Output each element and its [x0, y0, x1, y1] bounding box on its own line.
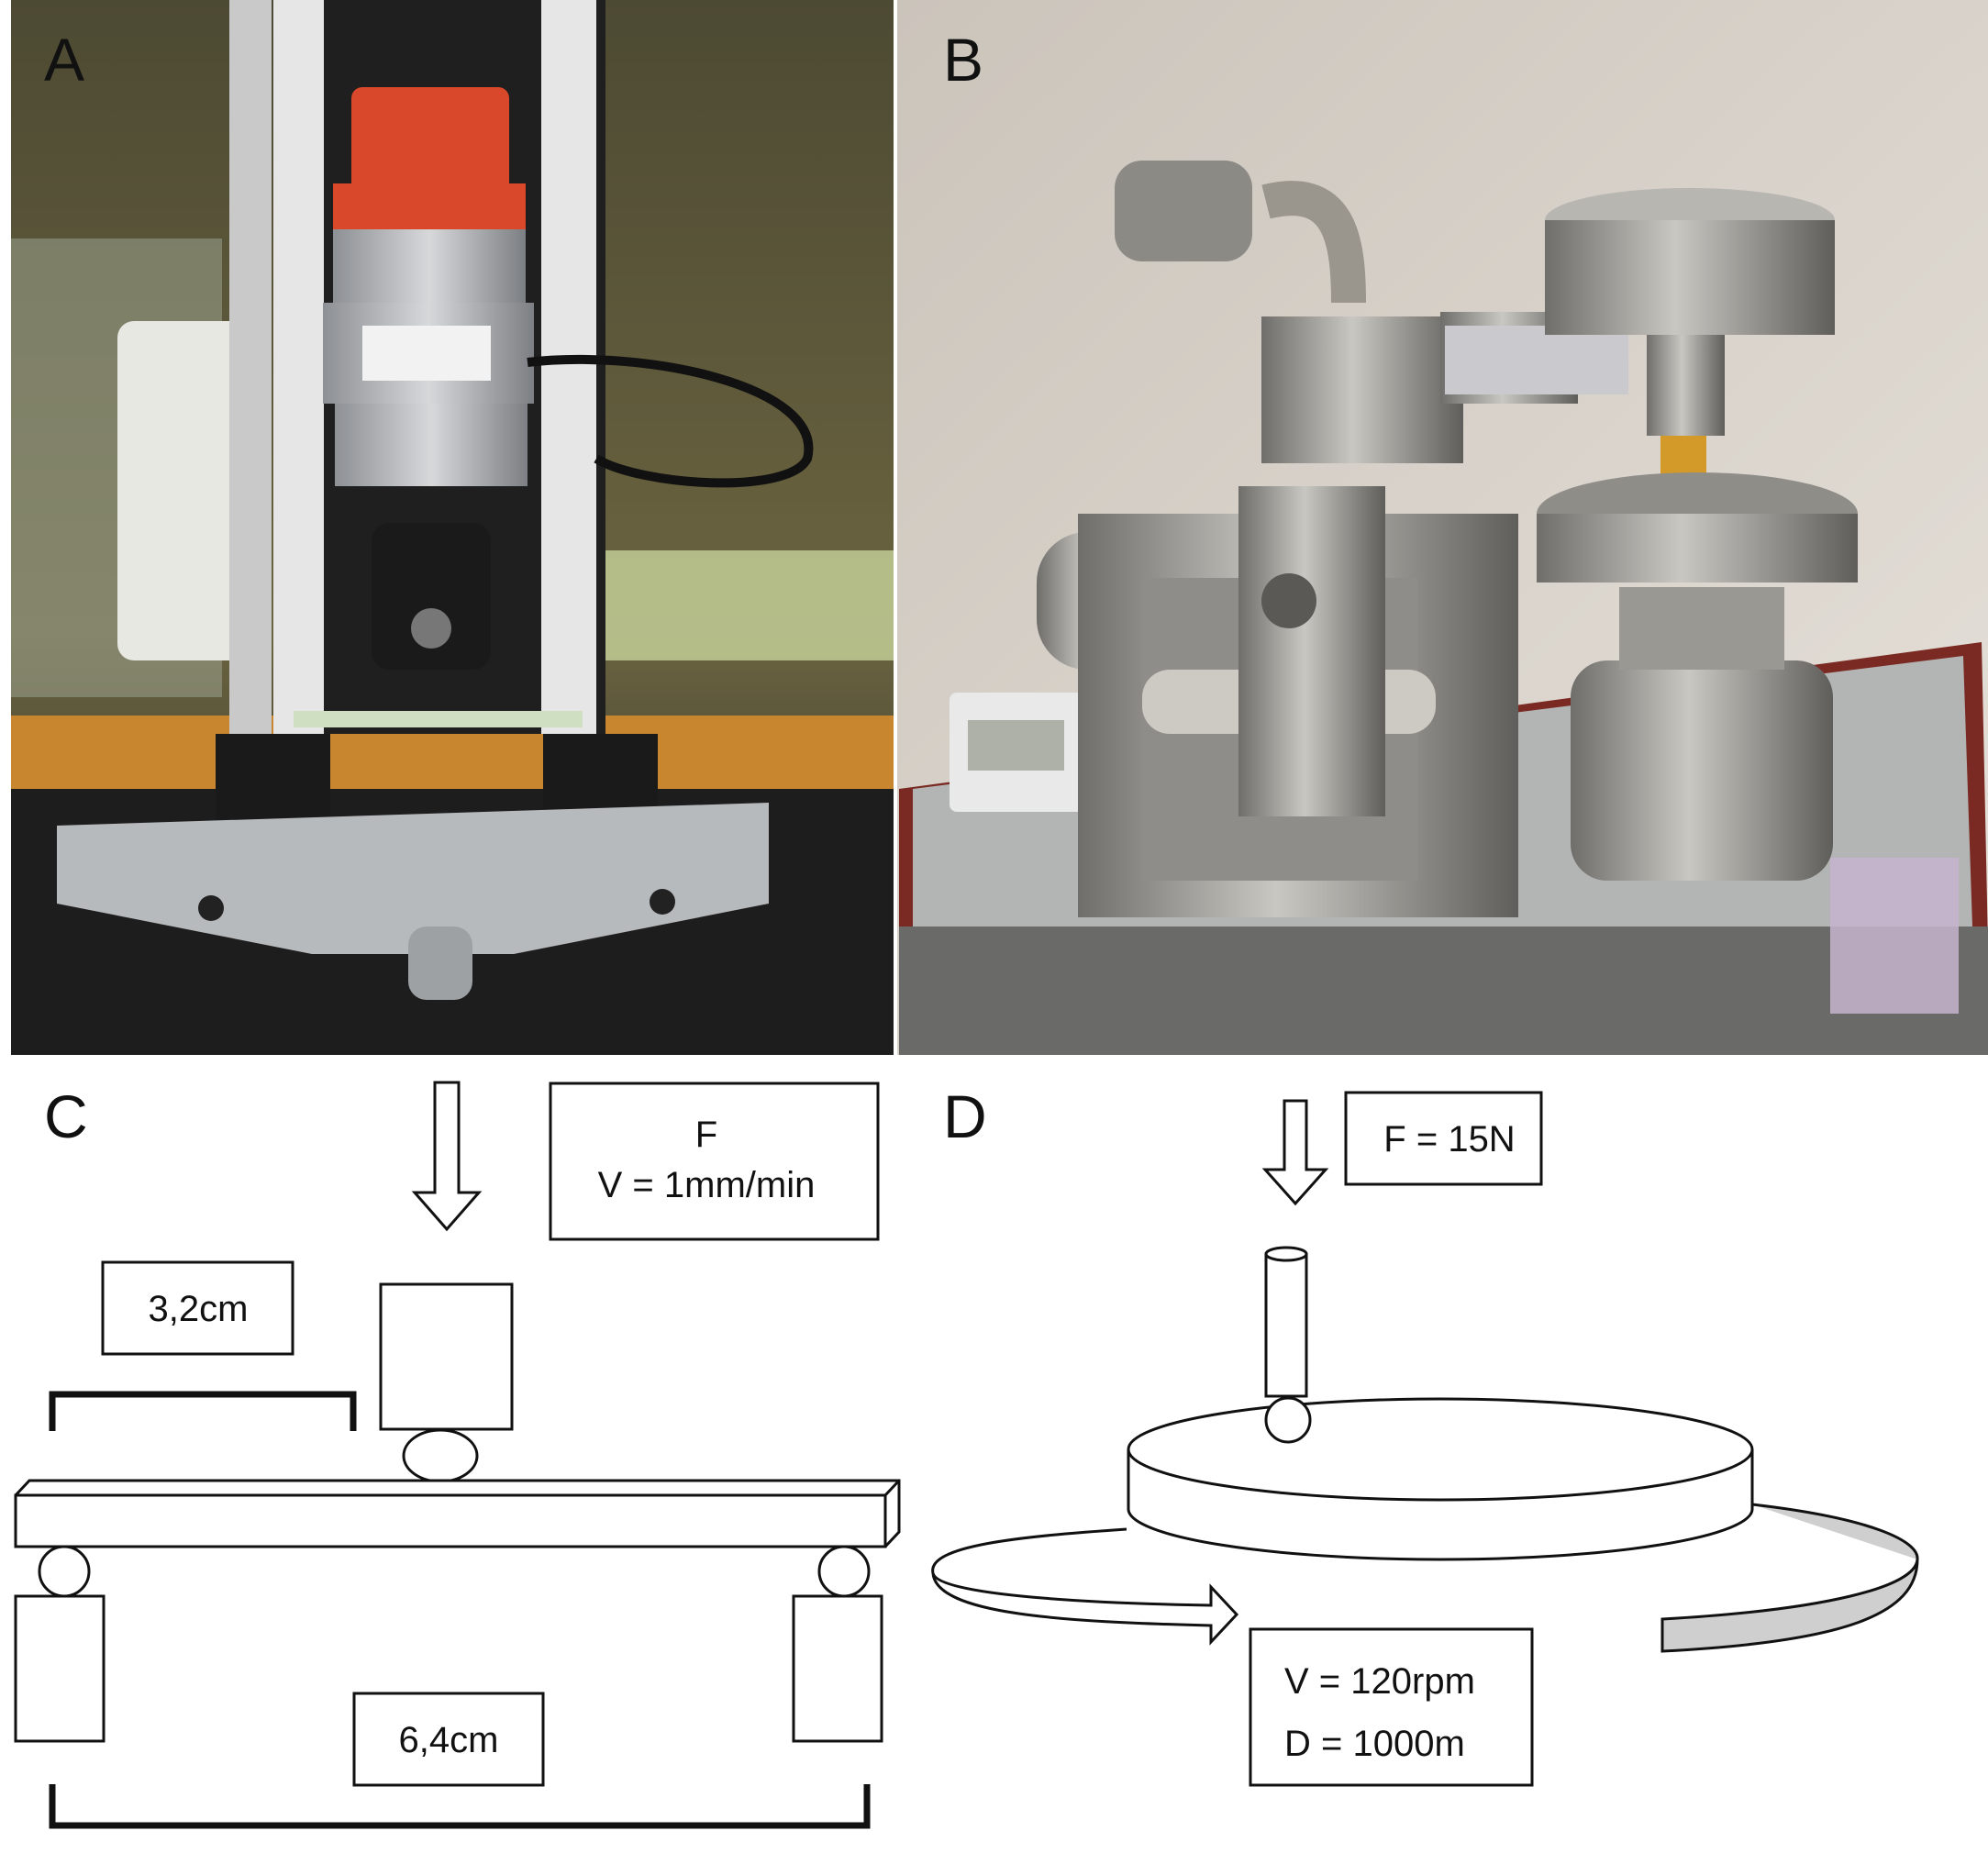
panel-d-diagram: D F = 15N V = 120rpm D = 1000m — [931, 1082, 1919, 1787]
panel-d-force-label: F = 15N — [1383, 1119, 1515, 1160]
panel-b-pin-holder — [1647, 335, 1725, 436]
panel-b-knurled-knob — [1115, 161, 1252, 261]
panel-a-column-right — [541, 0, 596, 734]
panel-d-force-box — [1344, 1091, 1543, 1186]
panel-a-support-beam — [57, 803, 769, 954]
panel-c-force-arrow — [411, 1081, 483, 1232]
panel-c-half-span-label: 3,2cm — [149, 1289, 249, 1329]
panel-b-foil-arm — [1445, 326, 1628, 394]
panel-a-tray — [601, 550, 894, 660]
panel-c-half-span-box — [101, 1260, 294, 1356]
panel-c-right-roller — [817, 1545, 871, 1598]
panel-c-force-label: F — [695, 1115, 717, 1155]
panel-c-force-box — [549, 1082, 880, 1241]
panel-c-specimen-beam — [14, 1493, 887, 1548]
panel-c-beam-edge — [883, 1479, 901, 1497]
panel-b-curved-pipe — [1261, 181, 1366, 304]
panel-c-label: C — [44, 1082, 88, 1150]
panel-a-canister — [117, 321, 246, 660]
panel-d-rotation-band — [1660, 1503, 1919, 1653]
panel-a-mount — [335, 404, 528, 486]
panel-c-left-support — [14, 1594, 106, 1743]
panel-d-params-box — [1249, 1627, 1534, 1787]
panel-a-cable — [527, 354, 814, 488]
panel-d-distance-label: D = 1000m — [1284, 1724, 1465, 1764]
panel-d-force-arrow — [1261, 1099, 1329, 1206]
panel-c-loading-nose — [402, 1428, 479, 1483]
panel-c-right-support — [792, 1594, 883, 1743]
panel-d-disc-top — [1127, 1397, 1754, 1502]
panel-d-ball — [1264, 1396, 1312, 1444]
panel-c-loading-block — [379, 1282, 514, 1431]
panel-d-speed-label: V = 120rpm — [1284, 1661, 1475, 1702]
panel-c-diagram: C F V = 1mm/min 3,2cm 6,4cm — [14, 1081, 901, 1829]
panel-a-crosshead — [333, 229, 526, 303]
panel-a-column-left — [273, 0, 324, 734]
panel-b-photo: B — [897, 0, 1988, 1055]
panel-d-rotation-arrow — [931, 1527, 1239, 1646]
panel-c-full-span-label: 6,4cm — [399, 1720, 499, 1760]
panel-c-full-span-bracket — [49, 1784, 871, 1829]
panel-a-guide-rod — [229, 0, 272, 734]
panel-b-upright-block — [1238, 486, 1385, 816]
panel-b-specimen-box — [1830, 858, 1959, 1014]
panel-a-photo: A — [11, 0, 894, 1055]
panel-b-timer-display — [968, 720, 1064, 771]
panel-a-beam-hole-left — [198, 895, 224, 921]
panel-c-speed-label: V = 1mm/min — [598, 1165, 816, 1205]
panel-a-upper-grip — [372, 523, 491, 670]
panel-d-pin-top — [1264, 1246, 1308, 1262]
panel-b-block-hole — [1261, 573, 1316, 628]
panel-b-rotating-disc — [1537, 514, 1858, 583]
panel-c-left-roller — [38, 1545, 91, 1598]
panel-b-arm-block — [1261, 316, 1463, 463]
panel-d-pin — [1264, 1252, 1308, 1398]
panel-d-label: D — [943, 1082, 987, 1150]
panel-a-load-cell-plate — [362, 326, 491, 381]
panel-a-grip-knob — [411, 608, 451, 649]
panel-c-half-span-bracket — [49, 1391, 357, 1431]
panel-c-full-span-box — [352, 1692, 545, 1787]
panel-b-cabinet — [899, 926, 1988, 1055]
panel-b-label: B — [943, 26, 983, 94]
panel-b-drive-neck — [1619, 587, 1784, 670]
panel-a-beam-hole-right — [650, 889, 675, 915]
panel-b-top-weight — [1545, 220, 1835, 335]
panel-a-label: A — [44, 26, 84, 94]
panel-a-lower-knob — [408, 926, 472, 1000]
panel-a-specimen — [294, 711, 583, 727]
panel-b-drive-base — [1571, 660, 1833, 881]
